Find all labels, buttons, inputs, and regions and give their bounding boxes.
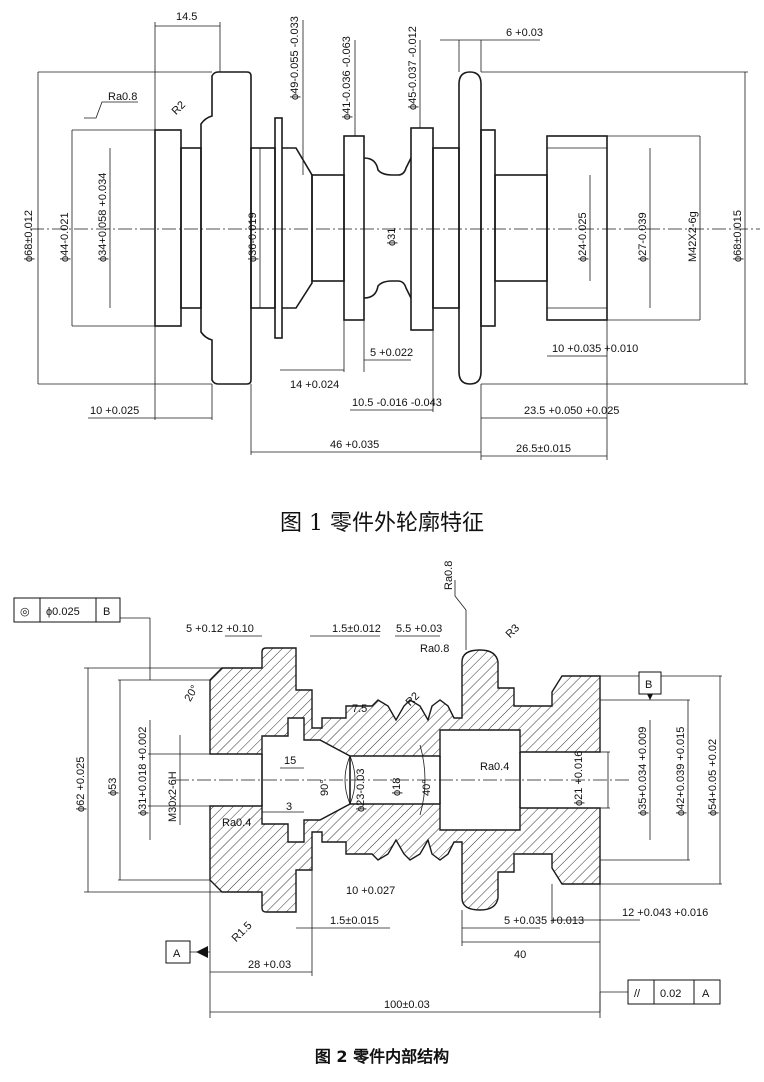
fig2-datum-a-box: A: [165, 940, 191, 964]
fig2-dim-5-5: 5.5 +0.03: [396, 623, 442, 635]
fig2-dimension-lines: [84, 580, 722, 1018]
fig2-dim-ra08a: Ra0.8: [443, 561, 455, 590]
fig1-dim-14: 14 +0.024: [290, 379, 339, 391]
parallelism-tolerance: 0.02: [660, 988, 681, 1000]
fig2-dim-7-5: 7.5: [352, 703, 367, 715]
fig2-dim-phi42: ϕ42+0.039 +0.015: [675, 727, 687, 816]
fig1-left-hub: [154, 129, 182, 327]
fig2-lower-wall: [209, 803, 601, 913]
fig1-dim-phi34: ϕ34+0.058 +0.034: [97, 173, 109, 262]
fig2-dim-r3: R3: [504, 622, 522, 640]
fig2-section-view: [175, 647, 630, 913]
fig2-dim-ra04b: Ra0.4: [222, 817, 251, 829]
fig1-right-flange: [458, 71, 482, 385]
fig1-dim-phi41: ϕ41-0.036 -0.063: [341, 36, 353, 120]
fig1-dim-phi24: ϕ24-0.025: [577, 212, 589, 262]
fig2-dim-phi18: ϕ18: [391, 778, 403, 796]
fig1-roughness-symbol: [84, 101, 138, 119]
fig1-dim-phi27: ϕ27-0.039: [637, 212, 649, 262]
fig2-upper-wall: [209, 647, 601, 757]
fig1-dimension-text: 14.5 R2 Ra0.8 ϕ68±0.012 ϕ44-0.021 ϕ34+0.…: [23, 11, 744, 455]
fig2-dim-phi53: ϕ53: [107, 778, 119, 796]
fig1-dim-5: 5 +0.022: [370, 347, 413, 359]
fig1-dim-phi68-right: ϕ68±0.015: [732, 210, 744, 262]
coaxiality-symbol: ◎: [20, 606, 30, 618]
fig1-dim-10a: 10 +0.025: [90, 405, 139, 417]
parallelism-datum: A: [702, 988, 710, 1000]
fig2-parallelism-frame: // 0.02 A: [627, 979, 721, 1005]
fig2-dim-1-5b: 1.5±0.015: [330, 915, 379, 927]
fig1-thread-end: [546, 135, 608, 321]
fig1-dim-phi44: ϕ44-0.021: [59, 212, 71, 262]
fig2-dim-40: 40: [514, 949, 526, 961]
fig2-dim-r1-5: R1.5: [230, 920, 255, 945]
fig2-dim-20deg: 20°: [182, 683, 201, 703]
fig1-dim-10b: 10 +0.035 +0.010: [552, 343, 638, 355]
fig1-dim-46: 46 +0.035: [330, 439, 379, 451]
fig2-dim-phi31: ϕ31+0.018 +0.002: [137, 727, 149, 816]
fig2-dimension-text: 5 +0.12 +0.10 1.5±0.012 5.5 +0.03 Ra0.8 …: [75, 561, 719, 1011]
fig1-dim-m42: M42X2-6g: [687, 211, 699, 262]
fig2-dim-12: 12 +0.043 +0.016: [622, 907, 708, 919]
fig2-dim-5a: 5 +0.12 +0.10: [186, 623, 254, 635]
fig1-dimension-lines: [37, 20, 748, 460]
fig1-part-outline: [30, 71, 760, 385]
fig2-dim-10: 10 +0.027: [346, 885, 395, 897]
fig1-dim-phi36: ϕ36-0.019: [247, 212, 259, 262]
fig1-dim-14-5: 14.5: [176, 11, 197, 23]
fig2-dim-phi21: ϕ21 +0.016: [573, 751, 585, 806]
fig2-dim-3: 3: [286, 801, 292, 813]
fig2-dim-phi62: ϕ62 +0.025: [75, 757, 87, 812]
fig1-dim-phi45: ϕ45-0.037 -0.012: [407, 26, 419, 110]
fig2-dim-phi54: ϕ54+0.05 +0.02: [707, 739, 719, 816]
fig1-dim-ra08: Ra0.8: [108, 91, 137, 103]
fig1-caption: 图 1 零件外轮廓特征: [280, 511, 484, 536]
fig2-caption: 图 2 零件内部结构: [315, 1047, 449, 1066]
parallelism-symbol: //: [634, 988, 641, 1000]
fig2-dim-28: 28 +0.03: [248, 959, 291, 971]
datum-a-label: A: [173, 948, 181, 960]
fig1-dim-r2: R2: [170, 99, 188, 117]
fig2-datum-b-box: B: [638, 671, 662, 695]
fig1-dim-26-5: 26.5±0.015: [516, 443, 571, 455]
fig2-dim-phi35: ϕ35+0.034 +0.009: [637, 727, 649, 816]
fig2-dim-ra04a: Ra0.4: [480, 761, 509, 773]
datum-b-label: B: [645, 679, 652, 691]
fig2-dim-90deg: 90°: [319, 779, 331, 796]
fig1-dim-10-5: 10.5 -0.016 -0.043: [352, 397, 442, 409]
coaxiality-datum: B: [103, 606, 110, 618]
fig1-dim-phi68-left: ϕ68±0.012: [23, 210, 35, 262]
fig1-left-flange: [200, 71, 252, 385]
fig2-dim-ra08b: Ra0.8: [420, 643, 449, 655]
fig1-dim-23-5: 23.5 +0.050 +0.025: [524, 405, 619, 417]
fig2-coaxiality-frame: ◎ ϕ0.025 B: [13, 597, 121, 623]
fig2-dim-100: 100±0.03: [384, 999, 430, 1011]
coaxiality-tolerance: ϕ0.025: [46, 606, 80, 618]
fig2-dim-40deg: 40°: [421, 779, 433, 796]
fig2-dim-m30: M30x2-6H: [167, 771, 179, 822]
fig2-dim-phi23: ϕ23-0.03: [355, 769, 367, 812]
fig1-dim-6: 6 +0.03: [506, 27, 543, 39]
fig1-dim-phi49: ϕ49-0.055 -0.033: [289, 16, 301, 100]
fig2-dim-1-5a: 1.5±0.012: [332, 623, 381, 635]
fig1-dim-phi31: ϕ31: [386, 228, 398, 246]
fig2-dim-15: 15: [284, 755, 296, 767]
fig2-dim-5b: 5 +0.035 +0.013: [504, 915, 584, 927]
